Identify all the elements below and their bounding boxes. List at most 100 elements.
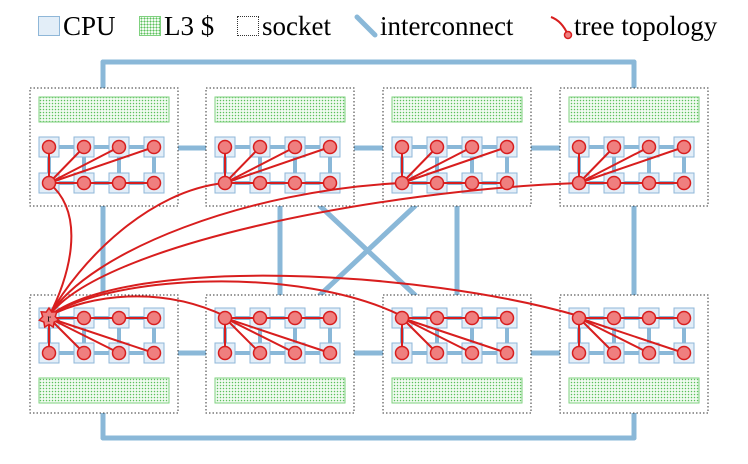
tree-node <box>641 310 657 326</box>
tree-node <box>499 345 515 361</box>
tree-node <box>394 139 410 155</box>
tree-edge <box>401 317 438 354</box>
l3-cache <box>391 96 523 123</box>
tree-edge <box>48 146 85 184</box>
tree-edge <box>224 317 296 354</box>
tree-node <box>394 175 410 191</box>
root-node <box>38 306 60 329</box>
tree-node <box>146 175 162 191</box>
tree-node <box>499 310 515 326</box>
tree-node <box>287 139 303 155</box>
tree-node <box>322 139 338 155</box>
tree-edge <box>48 146 120 184</box>
tree-node <box>676 345 692 361</box>
tree-node <box>676 139 692 155</box>
tree-node <box>111 175 127 191</box>
tree-edge <box>401 317 473 354</box>
tree-node <box>146 139 162 155</box>
tree-node <box>676 310 692 326</box>
tree-edge <box>48 182 73 317</box>
tree-node <box>41 345 57 361</box>
interconnect-line-icon <box>354 14 378 38</box>
tree-node <box>252 139 268 155</box>
tree-edge <box>48 295 226 317</box>
tree-node <box>464 139 480 155</box>
tree-edge <box>224 317 261 354</box>
tree-edge <box>401 146 438 184</box>
tree-node <box>641 345 657 361</box>
tree-node <box>322 345 338 361</box>
tree-edge <box>224 317 331 354</box>
tree-edge <box>224 146 296 184</box>
l3-cache-swatch-icon <box>139 16 161 36</box>
tree-node <box>606 345 622 361</box>
l3-cache <box>38 96 170 123</box>
tree-edge <box>578 146 685 184</box>
tree-edge <box>48 182 226 317</box>
legend-tree-label: tree topology <box>574 10 718 41</box>
tree-node <box>606 139 622 155</box>
tree-node <box>571 345 587 361</box>
tree-edge <box>401 146 473 184</box>
tree-node <box>41 175 57 191</box>
tree-node <box>641 139 657 155</box>
interconnect-link <box>317 203 418 298</box>
tree-node <box>252 310 268 326</box>
tree-node <box>322 310 338 326</box>
legend-socket-label: socket <box>262 10 331 41</box>
l3-cache <box>568 377 700 404</box>
tree-edge <box>48 317 155 354</box>
l3-cache <box>568 96 700 123</box>
tree-node <box>217 139 233 155</box>
socket-swatch-icon <box>237 16 259 36</box>
legend-interconnect-label: interconnect <box>380 10 514 41</box>
tree-edge <box>578 146 650 184</box>
tree-node <box>287 175 303 191</box>
tree-node <box>571 175 587 191</box>
tree-node <box>606 310 622 326</box>
tree-node <box>146 310 162 326</box>
tree-node <box>429 345 445 361</box>
l3-cache <box>38 377 170 404</box>
tree-edge <box>48 146 155 184</box>
tree-node <box>606 175 622 191</box>
tree-node <box>571 139 587 155</box>
tree-node <box>217 345 233 361</box>
tree-node <box>394 345 410 361</box>
tree-node <box>464 310 480 326</box>
tree-node <box>76 345 92 361</box>
tree-node <box>287 310 303 326</box>
legend-tree: tree topology <box>548 8 717 44</box>
tree-node <box>111 139 127 155</box>
tree-node <box>41 139 57 155</box>
legend-cpu: CPU <box>38 8 116 44</box>
tree-node <box>429 310 445 326</box>
legend-interconnect: interconnect <box>354 8 513 44</box>
tree-edge <box>48 182 580 317</box>
l3-cache <box>214 377 346 404</box>
tree-node <box>429 139 445 155</box>
tree-node <box>464 345 480 361</box>
tree-node <box>499 139 515 155</box>
tree-node <box>464 175 480 191</box>
l3-cache <box>214 96 346 123</box>
tree-edge <box>578 317 650 354</box>
tree-node <box>76 310 92 326</box>
tree-node <box>429 175 445 191</box>
tree-edge <box>401 317 508 354</box>
tree-node <box>217 175 233 191</box>
legend-cpu-label: CPU <box>63 10 116 41</box>
tree-edge <box>401 146 508 184</box>
legend-socket: socket <box>237 8 331 44</box>
tree-node <box>111 310 127 326</box>
l3-cache <box>391 377 523 404</box>
tree-node <box>676 175 692 191</box>
tree-edge <box>224 146 261 184</box>
cpu-swatch-icon <box>38 16 60 36</box>
tree-node <box>571 310 587 326</box>
legend: CPU L3 $ socket interconnect tree topolo… <box>0 0 748 48</box>
tree-topology-line-icon <box>550 16 573 40</box>
tree-edge <box>48 280 403 317</box>
tree-edge <box>48 317 85 354</box>
